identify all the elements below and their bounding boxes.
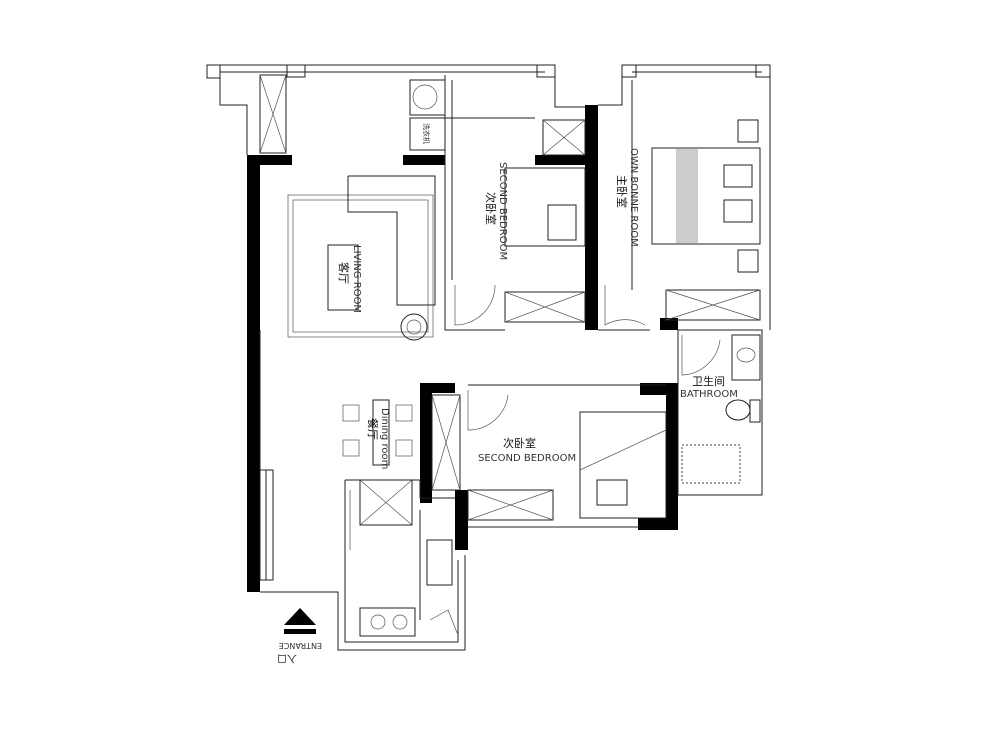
furniture: [287, 79, 761, 637]
entrance-cn: 入口: [277, 652, 297, 663]
washbasin: [409, 79, 446, 116]
bathroom-cn: 卫生间: [692, 374, 725, 388]
entrance-arrow-icon: [284, 608, 316, 625]
living-room-cn: 客厅: [337, 262, 351, 284]
master-bedroom-cn: 主卧室: [615, 175, 629, 208]
wardrobe-bottom: [431, 394, 461, 491]
sink: [731, 334, 761, 381]
second-bedroom-top-en: SECOND BEDROOM: [497, 162, 508, 260]
washer-label: 洗衣机: [422, 123, 431, 144]
entrance-en: ENTRANCE: [279, 641, 322, 650]
interior-lines: [259, 75, 763, 620]
coffee-table: [327, 244, 359, 311]
bed-second-bottom: [579, 411, 667, 519]
bed-second-top: [504, 167, 586, 247]
second-bedroom-top-cn: 次卧室: [484, 192, 498, 225]
entrance-marker: [284, 608, 316, 634]
living-room-en: LIVING ROOM: [351, 245, 362, 313]
second-bedroom-bottom-cn: 次卧室: [503, 436, 536, 450]
living-rug: [287, 194, 434, 338]
kitchen-sink: [426, 539, 453, 586]
wardrobe-master: [665, 289, 761, 321]
shower: [681, 444, 741, 484]
stove: [359, 607, 416, 637]
wardrobe: [504, 291, 586, 323]
doors: [349, 284, 721, 636]
walls: [247, 105, 678, 592]
bathroom-en: BATHROOM: [680, 389, 738, 400]
dining-table: [372, 399, 390, 466]
second-bedroom-bottom-en: SECOND BEDROOM: [478, 453, 576, 464]
dining-room-cn: 餐厅: [366, 418, 380, 440]
dining-room-en: Dining room: [379, 408, 390, 469]
washing-machine: [409, 117, 446, 151]
fridge: [359, 479, 413, 526]
master-bedroom-en: OWN BONNE ROOM: [628, 148, 639, 247]
toilet: [725, 399, 751, 421]
bed-master: [651, 147, 761, 245]
sofa: [347, 175, 436, 306]
labels: 客厅 LIVING ROOM 次卧室 SECOND BEDROOM 主卧室 OW…: [277, 123, 738, 663]
armchair: [400, 313, 428, 341]
